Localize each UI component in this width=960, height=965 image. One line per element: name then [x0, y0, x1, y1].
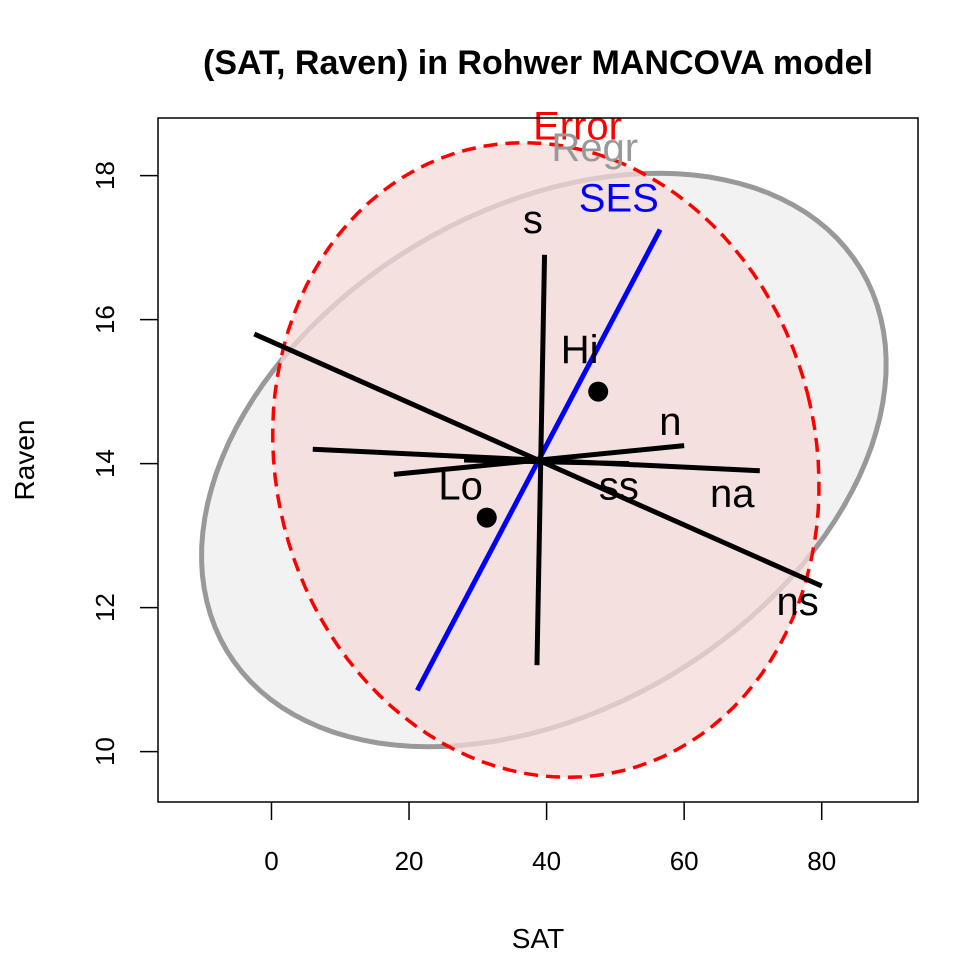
label-ss: ss	[599, 465, 639, 509]
label-error: Error	[533, 105, 622, 149]
label-lo: Lo	[438, 465, 483, 509]
chart-title: (SAT, Raven) in Rohwer MANCOVA model	[203, 44, 873, 82]
y-tick-label: 14	[90, 449, 120, 478]
x-tick-label: 40	[532, 846, 561, 876]
x-tick-label: 0	[264, 846, 278, 876]
point-lo	[476, 507, 497, 528]
point-hi	[588, 381, 609, 402]
plot-frame	[157, 117, 919, 803]
y-tick-label: 10	[90, 737, 120, 766]
y-axis-title: Raven	[9, 420, 40, 501]
label-ns: ns	[777, 580, 819, 624]
segment-ss	[464, 457, 630, 467]
label-s: s	[523, 198, 543, 242]
x-tick-label: 80	[807, 846, 836, 876]
x-tick-label: 20	[395, 846, 424, 876]
x-axis-title: SAT	[512, 923, 564, 954]
x-tick-label: 60	[670, 846, 699, 876]
y-tick-label: 16	[90, 305, 120, 334]
y-tick-label: 12	[90, 593, 120, 622]
label-regr: Regr	[551, 126, 638, 170]
label-n: n	[659, 400, 681, 444]
label-ses: SES	[579, 177, 659, 221]
plot-area	[199, 140, 889, 780]
y-tick-label: 18	[90, 161, 120, 190]
label-hi: Hi	[561, 328, 599, 372]
label-na: na	[710, 472, 755, 516]
